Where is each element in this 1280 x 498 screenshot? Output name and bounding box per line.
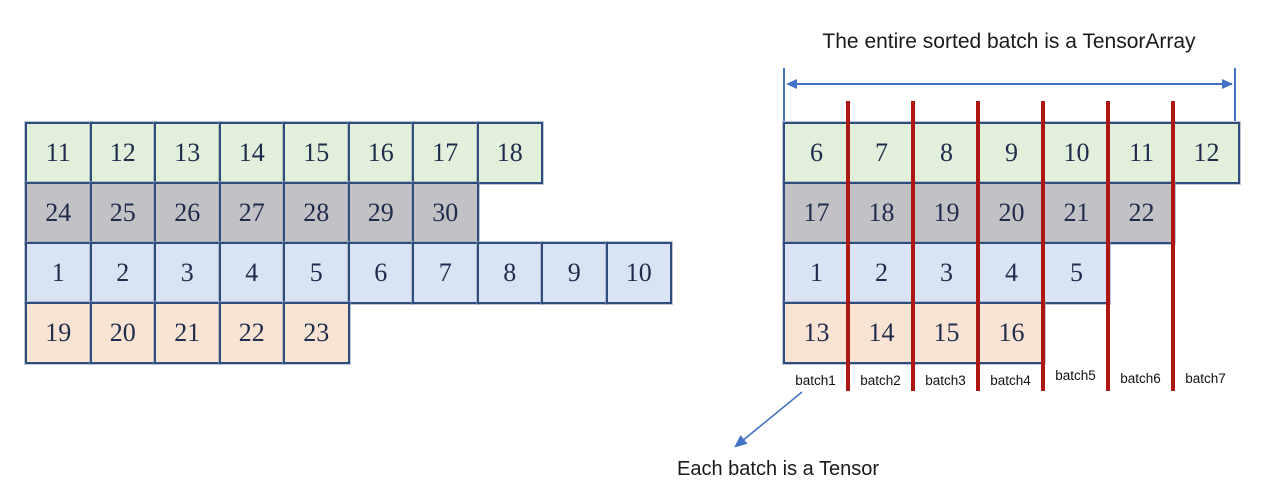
- tensor-cell: 18: [476, 122, 543, 184]
- batch-label: batch7: [1185, 371, 1226, 386]
- tensor-cell: 16: [347, 122, 414, 184]
- batch-pointer-arrow: [734, 391, 803, 448]
- tensorarray-title: The entire sorted batch is a TensorArray: [822, 30, 1196, 53]
- tensor-cell: 7: [412, 242, 479, 304]
- tensor-cell: 6: [783, 122, 850, 184]
- batch-label: batch6: [1120, 371, 1161, 386]
- tensor-cell: 15: [283, 122, 350, 184]
- tensor-cell: 1: [783, 242, 850, 304]
- tensor-cell: 13: [783, 302, 850, 364]
- tensor-cell: 19: [913, 182, 980, 244]
- tensor-cell: 21: [154, 302, 221, 364]
- batch-divider-line: [976, 101, 980, 391]
- tensor-cell: 12: [89, 122, 156, 184]
- tensor-cell: 18: [848, 182, 915, 244]
- tensor-cell: 19: [25, 302, 92, 364]
- tensor-cell: 21: [1043, 182, 1110, 244]
- tensor-cell: 17: [412, 122, 479, 184]
- batch-label: batch3: [925, 373, 966, 388]
- tensor-cell: 29: [347, 182, 414, 244]
- tensor-cell: 20: [978, 182, 1045, 244]
- tensor-cell: 11: [25, 122, 92, 184]
- arrowhead-left-icon: [786, 79, 797, 89]
- tensor-cell: 14: [218, 122, 285, 184]
- tensor-cell: 24: [25, 182, 92, 244]
- batch-divider-line: [1106, 101, 1110, 391]
- batch-divider-line: [846, 101, 850, 391]
- tensor-cell: 6: [347, 242, 414, 304]
- tensor-cell: 25: [89, 182, 156, 244]
- tensor-cell: 7: [848, 122, 915, 184]
- tensor-cell: 16: [978, 302, 1045, 364]
- tensor-cell: 9: [541, 242, 608, 304]
- tensor-cell: 4: [978, 242, 1045, 304]
- tensor-cell: 11: [1108, 122, 1175, 184]
- span-tick-right: [1234, 68, 1236, 121]
- tensor-cell: 10: [1043, 122, 1110, 184]
- tensor-cell: 5: [1043, 242, 1110, 304]
- span-tick-left: [783, 68, 785, 121]
- tensor-cell: 14: [848, 302, 915, 364]
- batch-divider-line: [911, 101, 915, 391]
- tensor-cell: 10: [605, 242, 672, 304]
- arrowhead-right-icon: [1222, 79, 1233, 89]
- batch-label: batch2: [860, 373, 901, 388]
- batch-label: batch4: [990, 373, 1031, 388]
- tensor-cell: 22: [218, 302, 285, 364]
- tensor-cell: 4: [218, 242, 285, 304]
- tensor-cell: 15: [913, 302, 980, 364]
- tensor-cell: 23: [283, 302, 350, 364]
- tensor-caption: Each batch is a Tensor: [677, 458, 879, 480]
- tensor-cell: 3: [154, 242, 221, 304]
- tensor-cell: 5: [283, 242, 350, 304]
- tensor-cell: 26: [154, 182, 221, 244]
- batch-label: batch1: [795, 373, 836, 388]
- tensor-cell: 9: [978, 122, 1045, 184]
- tensor-cell: 28: [283, 182, 350, 244]
- tensor-cell: 13: [154, 122, 221, 184]
- tensor-cell: 8: [476, 242, 543, 304]
- batch-divider-line: [1171, 101, 1175, 391]
- tensor-cell: 2: [89, 242, 156, 304]
- tensor-cell: 17: [783, 182, 850, 244]
- tensor-cell: 8: [913, 122, 980, 184]
- tensor-cell: 20: [89, 302, 156, 364]
- tensor-cell: 2: [848, 242, 915, 304]
- batch-divider-line: [1041, 101, 1045, 391]
- batch-label: batch5: [1055, 368, 1096, 383]
- tensor-cell: 30: [412, 182, 479, 244]
- tensor-cell: 3: [913, 242, 980, 304]
- tensor-cell: 1: [25, 242, 92, 304]
- tensor-cell: 22: [1108, 182, 1175, 244]
- tensor-cell: 12: [1173, 122, 1240, 184]
- span-line: [788, 83, 1232, 85]
- tensor-cell: 27: [218, 182, 285, 244]
